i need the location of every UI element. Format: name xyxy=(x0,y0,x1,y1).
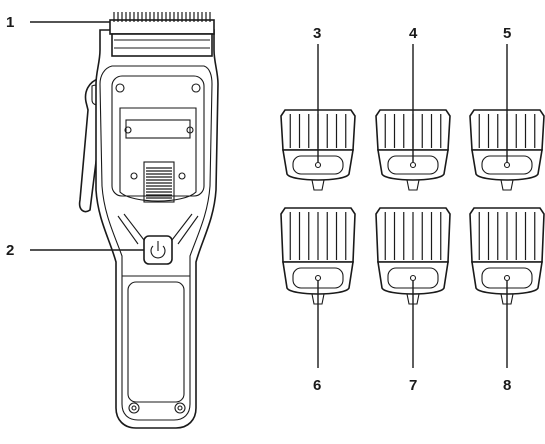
part-label-5: 5 xyxy=(503,25,511,42)
comb-guide xyxy=(375,207,451,305)
part-label-7: 7 xyxy=(409,377,417,394)
screw-icon xyxy=(186,126,194,134)
power-icon xyxy=(150,241,166,259)
screw-icon xyxy=(191,83,201,93)
part-label-4: 4 xyxy=(409,25,418,42)
screw-icon xyxy=(115,83,125,93)
motor-housing xyxy=(111,75,205,203)
screw-icon xyxy=(130,172,138,180)
blade xyxy=(109,12,215,57)
part-label-3: 3 xyxy=(313,25,321,42)
part-label-1: 1 xyxy=(6,14,14,31)
screw-icon xyxy=(178,172,186,180)
taper-lever xyxy=(78,76,101,213)
grip-panel xyxy=(127,281,185,403)
screw-icon xyxy=(124,126,132,134)
part-label-6: 6 xyxy=(313,377,321,394)
power-button[interactable] xyxy=(143,235,173,265)
hair-clipper xyxy=(78,12,219,429)
part-label-2: 2 xyxy=(6,242,14,259)
part-label-8: 8 xyxy=(503,377,511,394)
comb-guide xyxy=(280,207,356,305)
adjustment-knob xyxy=(143,161,175,203)
comb-guide xyxy=(469,207,545,305)
